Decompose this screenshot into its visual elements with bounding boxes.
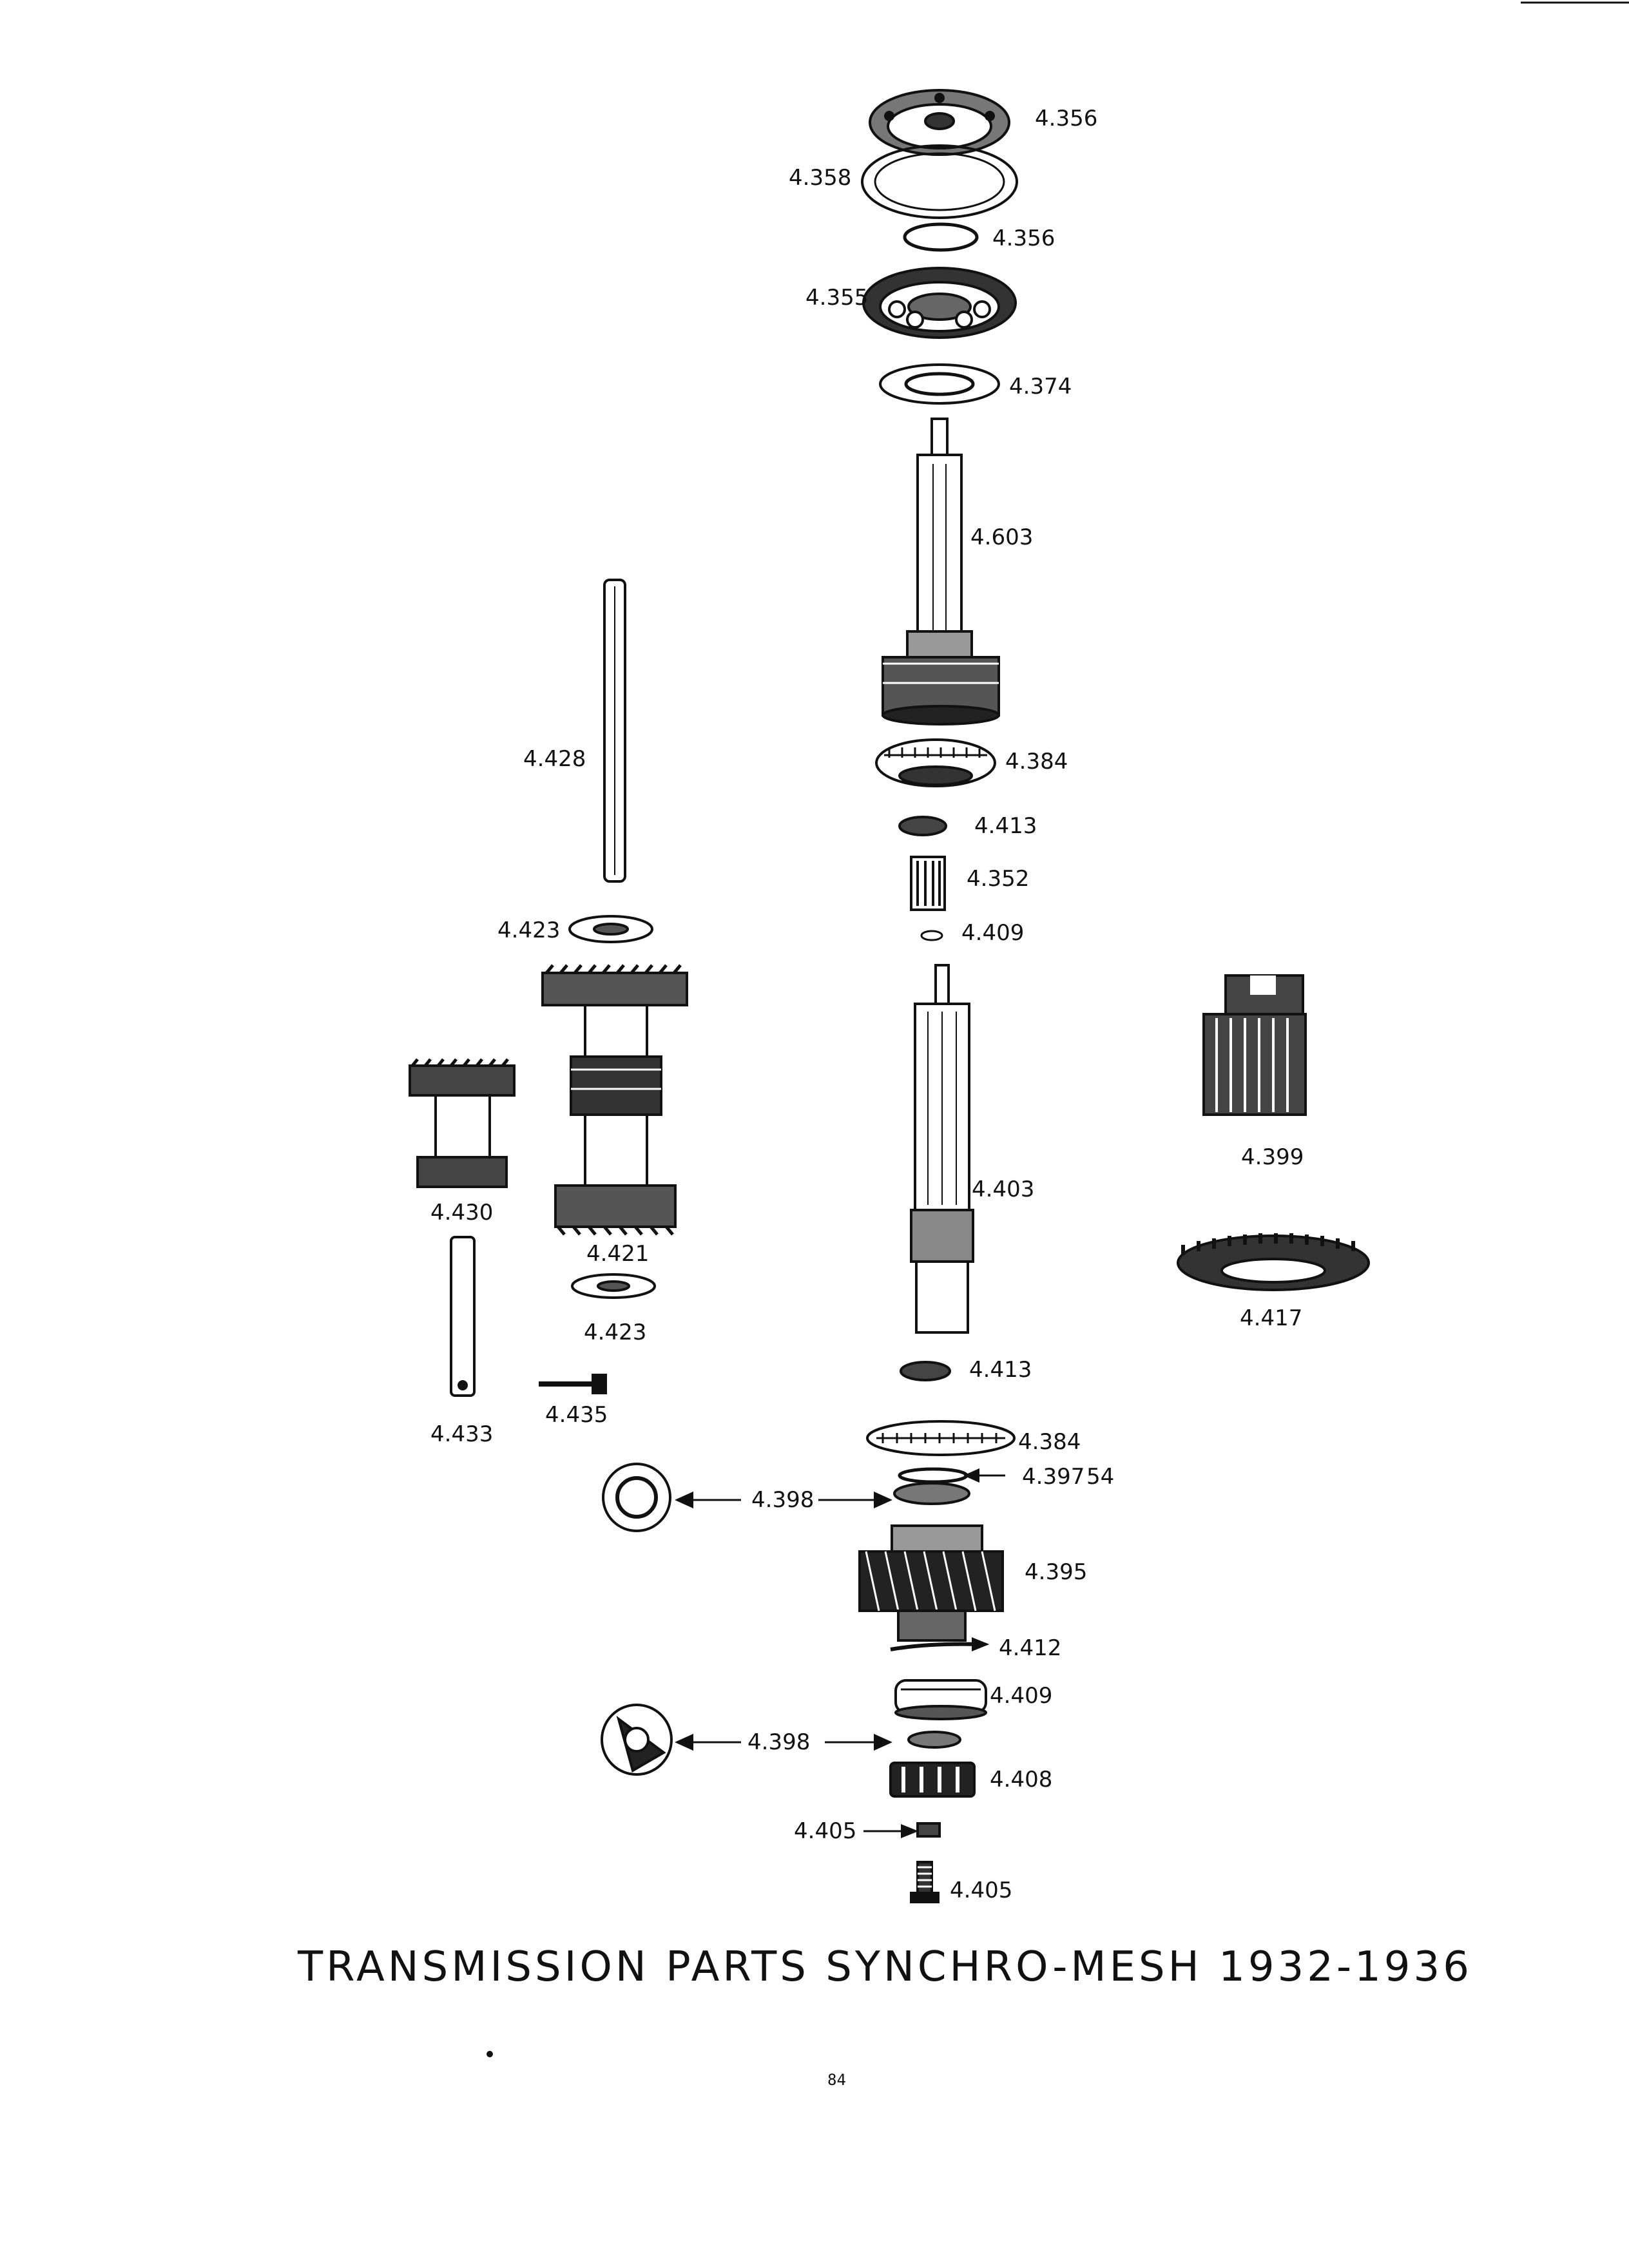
part-4-399-sliding-sleeve bbox=[1202, 974, 1307, 1116]
part-4-403-main-shaft bbox=[910, 964, 974, 1334]
label-4-352: 4.352 bbox=[967, 866, 1030, 892]
label-4-397: 4.397 bbox=[1022, 1464, 1085, 1490]
label-4-433: 4.433 bbox=[430, 1421, 494, 1447]
part-4-417-gear bbox=[1177, 1233, 1370, 1291]
label-4-430: 4.430 bbox=[430, 1200, 494, 1225]
label-4-356-cover: 4.356 bbox=[1035, 106, 1098, 131]
part-4-398-washer-upper bbox=[893, 1482, 970, 1505]
part-4-603-main-drive-gear bbox=[882, 418, 1000, 726]
part-4-423-washer-lower bbox=[571, 1273, 656, 1299]
label-4-358: 4.358 bbox=[789, 165, 852, 191]
part-4-398-detail-upper bbox=[602, 1463, 671, 1532]
part-4-358-gasket bbox=[861, 144, 1018, 219]
part-4-435-lock-screw bbox=[539, 1374, 607, 1394]
label-4-356-snap-ring: 4.356 bbox=[992, 226, 1055, 251]
part-4-384-synchro-ring-lower bbox=[866, 1420, 1016, 1456]
part-4-409-synchro-cone bbox=[894, 1679, 987, 1720]
part-4-398-washer-lower bbox=[907, 1731, 961, 1749]
part-4-413-lock-upper bbox=[898, 816, 947, 836]
label-4-409-upper: 4.409 bbox=[961, 920, 1025, 946]
part-4-395-second-speed-gear bbox=[858, 1524, 1004, 1642]
label-4-355: 4.355 bbox=[805, 285, 869, 311]
part-4-413-lock-lower bbox=[900, 1361, 951, 1381]
label-4-403: 4.403 bbox=[972, 1177, 1035, 1202]
part-4-384-synchro-ring-upper bbox=[875, 738, 996, 787]
label-4-417: 4.417 bbox=[1240, 1305, 1303, 1331]
label-4-413-upper: 4.413 bbox=[974, 813, 1037, 839]
part-4-356-cover-plate bbox=[869, 89, 1010, 156]
part-4-405-screw bbox=[910, 1861, 940, 1903]
label-4-435: 4.435 bbox=[545, 1402, 608, 1428]
label-4-384-upper: 4.384 bbox=[1005, 749, 1068, 774]
label-4-395: 4.395 bbox=[1025, 1559, 1088, 1585]
page-number: 84 bbox=[827, 2071, 846, 2089]
label-4-412: 4.412 bbox=[999, 1635, 1062, 1661]
label-4-405-nut: 4.405 bbox=[794, 1818, 857, 1844]
label-4-428: 4.428 bbox=[523, 746, 586, 772]
part-4-409-small-ring bbox=[920, 930, 943, 941]
label-4-423-upper: 4.423 bbox=[497, 918, 561, 943]
part-4-423-washer-upper bbox=[568, 915, 653, 943]
part-4-430-reverse-idler-gear bbox=[409, 1058, 516, 1188]
label-4-398-lower: 4.398 bbox=[747, 1729, 811, 1755]
part-4-405-nut bbox=[916, 1822, 941, 1838]
label-4-603: 4.603 bbox=[970, 524, 1034, 550]
label-4-421: 4.421 bbox=[586, 1241, 650, 1267]
part-4-433-idler-shaft bbox=[450, 1236, 476, 1397]
part-4-356-snap-ring bbox=[903, 222, 979, 252]
label-4-408: 4.408 bbox=[990, 1767, 1053, 1792]
page-title: TRANSMISSION PARTS SYNCHRO-MESH 1932-193… bbox=[298, 1943, 1472, 1991]
label-4-399: 4.399 bbox=[1241, 1144, 1304, 1170]
part-4-398-detail-lower bbox=[601, 1704, 673, 1776]
label-4-384-lower: 4.384 bbox=[1018, 1429, 1081, 1455]
label-4-423-lower: 4.423 bbox=[584, 1320, 647, 1345]
label-4-413-lower: 4.413 bbox=[969, 1357, 1032, 1383]
part-4-421-cluster-gear bbox=[541, 964, 688, 1236]
part-4-374-washer bbox=[879, 363, 1000, 405]
label-4-398-upper: 4.398 bbox=[751, 1487, 815, 1513]
label-4-405-screw: 4.405 bbox=[950, 1878, 1013, 1903]
part-4-355-ball-bearing bbox=[862, 267, 1017, 339]
label-4-409-lower: 4.409 bbox=[990, 1683, 1053, 1709]
part-4-412-snap-ring bbox=[890, 1642, 980, 1651]
label-stray-fragment: 54 bbox=[1086, 1464, 1115, 1490]
part-4-397-ring bbox=[898, 1467, 969, 1484]
label-4-374: 4.374 bbox=[1009, 374, 1072, 399]
part-4-408-bearing bbox=[889, 1762, 976, 1798]
